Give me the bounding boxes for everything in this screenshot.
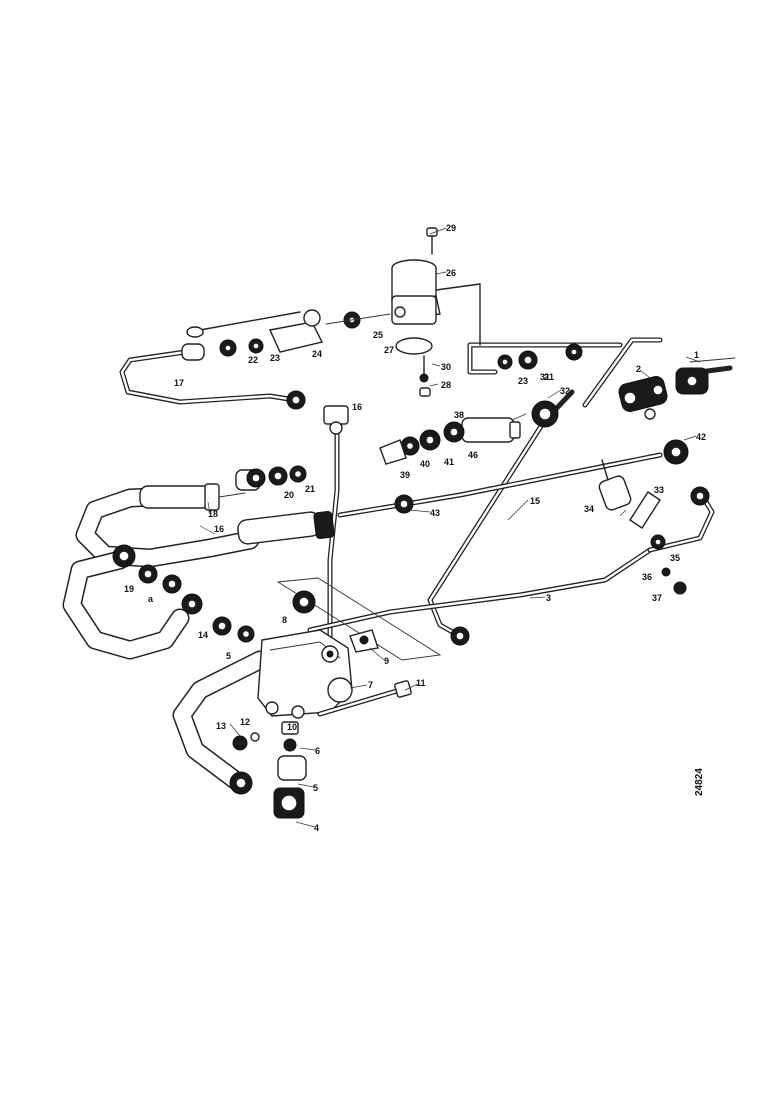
fitting-8 [292,590,316,614]
parts-22-23-24 [181,309,324,361]
callout-23b: 23 [518,376,528,386]
callouts: 1 2 3 4 5 5 6 7 8 9 10 11 12 13 14 15 16… [124,223,706,833]
callout-17: 17 [174,378,184,388]
callout-39: 39 [400,470,410,480]
callout-41: 41 [444,457,454,467]
callout-10: 10 [287,722,297,732]
sensor-39-46 [379,417,521,465]
callout-43: 43 [430,508,440,518]
switch-33-34 [598,459,661,529]
callout-21b: 21 [544,372,554,382]
callout-26: 26 [446,268,456,278]
callout-21: 21 [305,484,315,494]
callout-35: 35 [670,553,680,563]
callout-27: 27 [384,345,394,355]
callout-12: 12 [240,717,250,727]
callout-31: 31 [540,372,550,382]
hose-loop [62,485,260,660]
callout-b: b [126,558,132,568]
hose-16 [237,510,335,545]
callout-32: 32 [560,386,570,396]
callout-29: 29 [446,223,456,233]
parts-12-13 [232,732,260,751]
parts-31-23 [497,343,583,370]
callout-2: 2 [636,364,641,374]
callout-25: 25 [373,330,383,340]
parts-35-36-37 [650,486,710,595]
callout-1: 1 [694,350,699,360]
fittings-20-21 [235,465,307,491]
fittings-19-a-b [112,544,255,643]
callout-23: 23 [270,353,280,363]
callout-42: 42 [696,432,706,442]
callout-18: 18 [208,509,218,519]
callout-19: 19 [124,584,134,594]
callout-33: 33 [654,485,664,495]
callout-15: 15 [530,496,540,506]
connector-16 [286,390,349,435]
brake-line-15 [427,337,663,638]
hose-18 [139,483,246,511]
reservoir-26 [391,259,481,355]
callout-8: 8 [282,615,287,625]
callout-3: 3 [546,593,551,603]
callout-46: 46 [468,450,478,460]
fitting-43 [394,494,414,514]
callout-5: 5 [313,783,318,793]
parts-28-30 [419,355,431,397]
fitting-9 [349,629,379,653]
callout-28: 28 [441,380,451,390]
callout-7: 7 [368,680,373,690]
callout-11: 11 [416,678,426,688]
brake-line-17 [119,349,298,405]
fitting-32 [531,400,559,428]
callout-40: 40 [420,459,430,469]
fitting-line-15-end [450,626,470,646]
callout-24: 24 [312,349,322,359]
callout-34: 34 [584,504,594,514]
drawing-code: 24824 [694,768,705,796]
leader-lines [199,227,701,828]
callout-4: 4 [314,823,319,833]
fitting-1-2 [618,357,736,420]
valve-body-7 [257,629,353,719]
parts-4-5-6 [229,721,307,819]
callout-16b: 16 [352,402,362,412]
callout-20: 20 [284,490,294,500]
callout-30: 30 [441,362,451,372]
callout-6: 6 [315,746,320,756]
callout-36: 36 [642,572,652,582]
fitting-42 [663,439,689,465]
hose-lower [172,650,270,790]
fitting-25 [325,311,391,329]
callout-a: a [148,594,154,604]
callout-38: 38 [454,410,464,420]
callout-14: 14 [198,630,208,640]
callout-9: 9 [384,656,389,666]
callout-16: 16 [214,524,224,534]
bolt-29 [426,227,438,255]
callout-37: 37 [652,593,662,603]
callout-5b: 5 [226,651,231,661]
bolt-11 [317,680,412,717]
callout-22: 22 [248,355,258,365]
callout-13: 13 [216,721,226,731]
